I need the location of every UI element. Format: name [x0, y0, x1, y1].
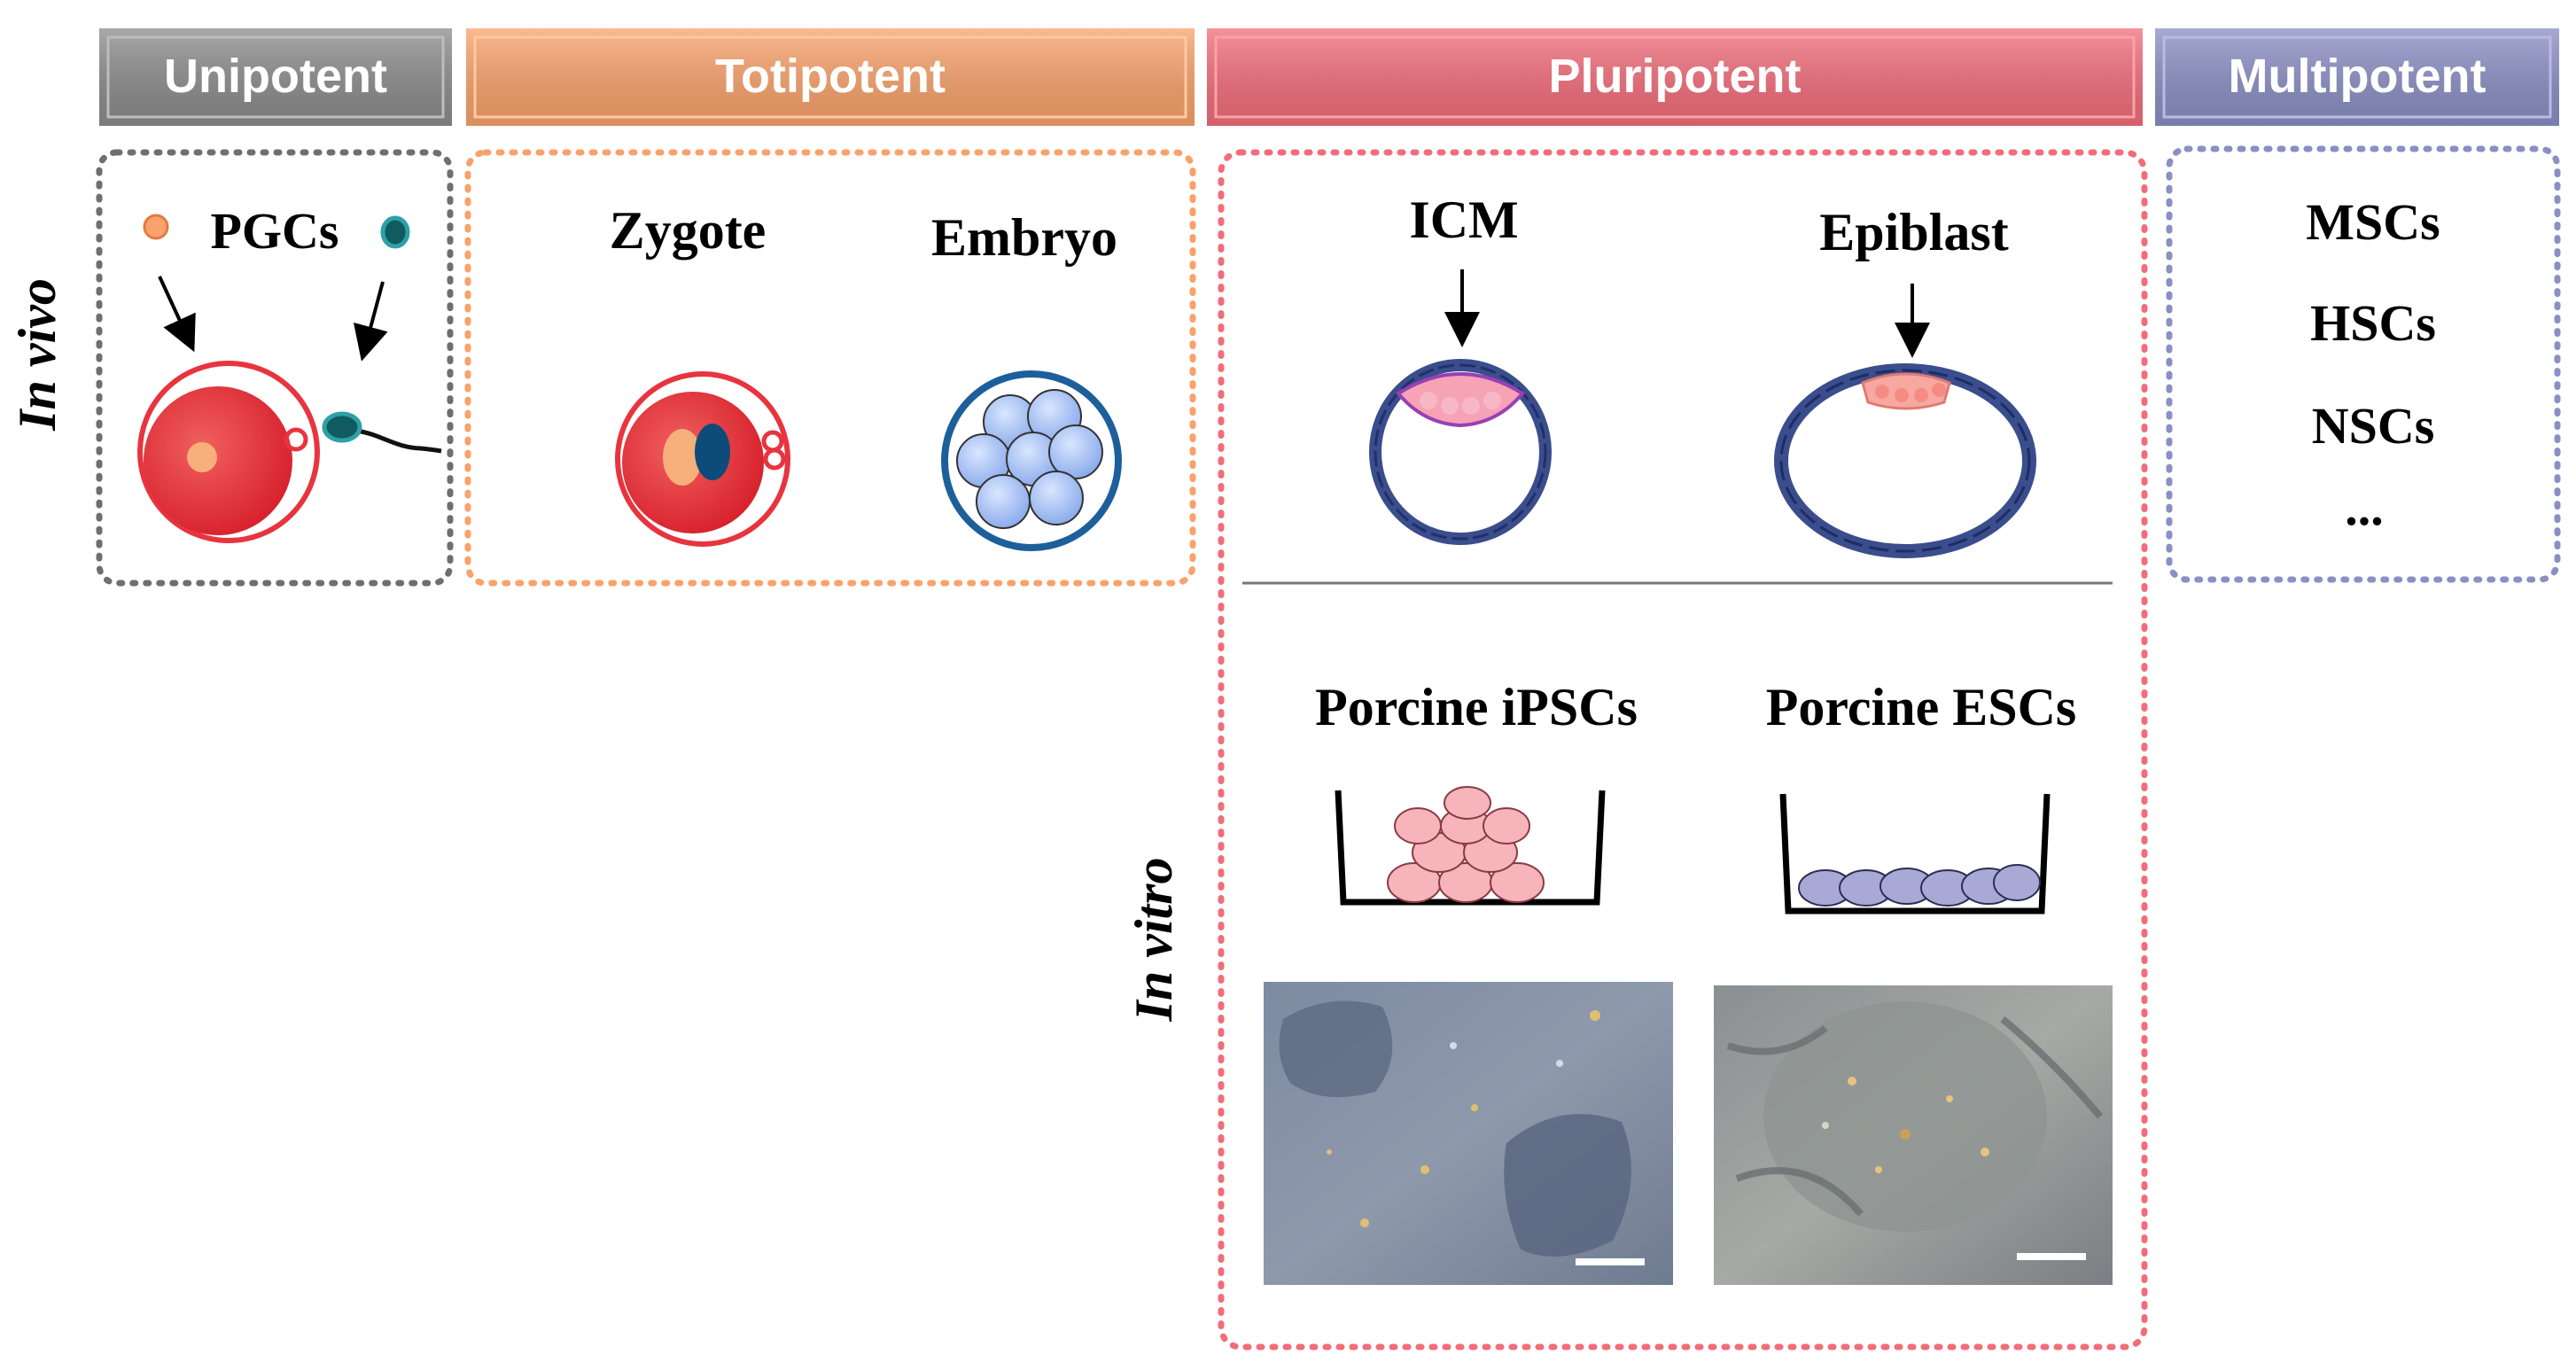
- header-multipotent: Multipotent: [2155, 28, 2559, 126]
- pgc-sperm-marker: [380, 215, 410, 249]
- unipotent-panel: PGCs: [96, 149, 454, 587]
- blastocyst-icm-icon: [1369, 359, 1552, 545]
- header-pluripotent: Pluripotent: [1207, 28, 2143, 126]
- ipscs-scale-bar: [1576, 1258, 1645, 1265]
- arrow-to-oocyte: [158, 276, 196, 353]
- header-unipotent: Unipotent: [99, 28, 452, 126]
- embryo-label: Embryo: [931, 208, 1117, 267]
- escs-micrograph: [1714, 985, 2113, 1285]
- ipscs-label: Porcine iPSCs: [1315, 678, 1638, 736]
- pluripotent-panel: ICM Epiblast Porcine iPSCs Porcine ESCs: [1218, 149, 2148, 1351]
- header-multipotent-label: Multipotent: [2229, 50, 2487, 103]
- header-pluripotent-label: Pluripotent: [1549, 50, 1802, 103]
- arrow-to-sperm: [353, 281, 388, 362]
- multipotent-item: ...: [2345, 479, 2384, 536]
- totipotent-panel: Zygote Embryo: [464, 149, 1196, 587]
- in-vivo-label: In vivo: [8, 278, 66, 432]
- icm-label: ICM: [1409, 191, 1518, 249]
- zygote-label: Zygote: [610, 201, 767, 260]
- escs-label: Porcine ESCs: [1766, 678, 2077, 736]
- zygote-icon: [615, 371, 790, 547]
- multipotent-panel: MSCs HSCs NSCs ...: [2166, 145, 2561, 583]
- ipscs-micrograph: [1264, 982, 1673, 1285]
- multipotent-item: MSCs: [2306, 193, 2440, 251]
- pgc-oocyte-marker: [143, 214, 169, 240]
- sperm-icon: [322, 411, 442, 454]
- multipotent-item: HSCs: [2310, 294, 2436, 352]
- oocyte-icon: [137, 361, 320, 543]
- embryo-icon: [941, 370, 1122, 551]
- escs-scale-bar: [2017, 1253, 2086, 1260]
- header-totipotent: Totipotent: [466, 28, 1195, 126]
- header-totipotent-label: Totipotent: [715, 50, 946, 103]
- blastocyst-epiblast-icon: [1774, 363, 2036, 558]
- epiblast-label: Epiblast: [1819, 203, 2008, 261]
- ipscs-dish-icon: [1335, 786, 1606, 906]
- header-unipotent-label: Unipotent: [164, 50, 387, 103]
- escs-dish-icon: [1779, 793, 2051, 915]
- in-vitro-label: In vitro: [1125, 857, 1183, 1022]
- multipotent-item: NSCs: [2312, 397, 2435, 455]
- pgcs-label: PGCs: [211, 202, 339, 260]
